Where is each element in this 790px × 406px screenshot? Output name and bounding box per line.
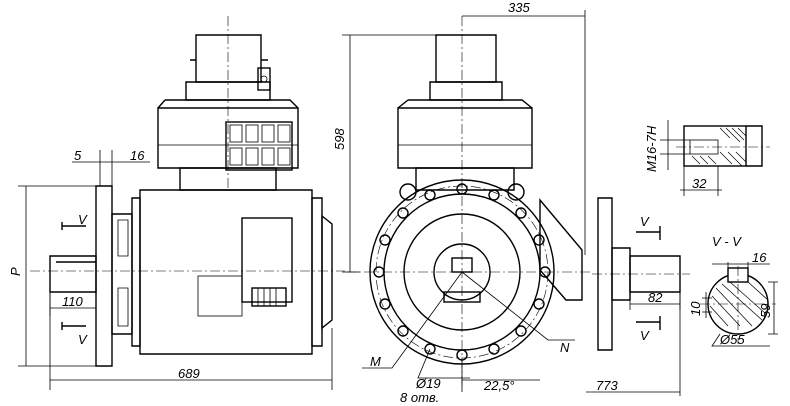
dim-16-left: 16 [130, 148, 145, 163]
thread-detail [660, 120, 770, 196]
section-mark-v-bottom: V [78, 332, 88, 347]
dim-82: 82 [648, 290, 663, 305]
section-mark-v-right-bottom: V [640, 328, 650, 343]
dim-598: 598 [332, 128, 347, 150]
label-M: M [370, 354, 381, 369]
dim-P: P [8, 267, 23, 276]
section-vv [700, 262, 778, 347]
dim-110: 110 [62, 294, 83, 309]
section-mark-v-right-top: V [640, 214, 650, 229]
dim-hole-dia: Ø19 [415, 376, 441, 391]
right-view [586, 197, 690, 396]
dim-thread: M16-7H [644, 125, 659, 172]
section-mark-v-top: V [78, 212, 88, 227]
dim-5: 5 [74, 148, 82, 163]
dim-335: 335 [508, 0, 530, 15]
dim-angle: 22,5° [483, 378, 515, 393]
section-title: V - V [712, 234, 742, 249]
dim-32: 32 [692, 176, 707, 191]
dim-773: 773 [596, 378, 618, 393]
front-view [342, 10, 590, 392]
dim-55: Ø55 [719, 332, 745, 347]
dim-hole-count: 8 отв. [400, 390, 439, 405]
dim-689: 689 [178, 366, 200, 381]
dim-16-right: 16 [752, 250, 767, 265]
dim-59: 59 [758, 304, 773, 318]
label-N: N [560, 340, 570, 355]
side-view [18, 16, 345, 390]
dim-10: 10 [688, 301, 703, 316]
